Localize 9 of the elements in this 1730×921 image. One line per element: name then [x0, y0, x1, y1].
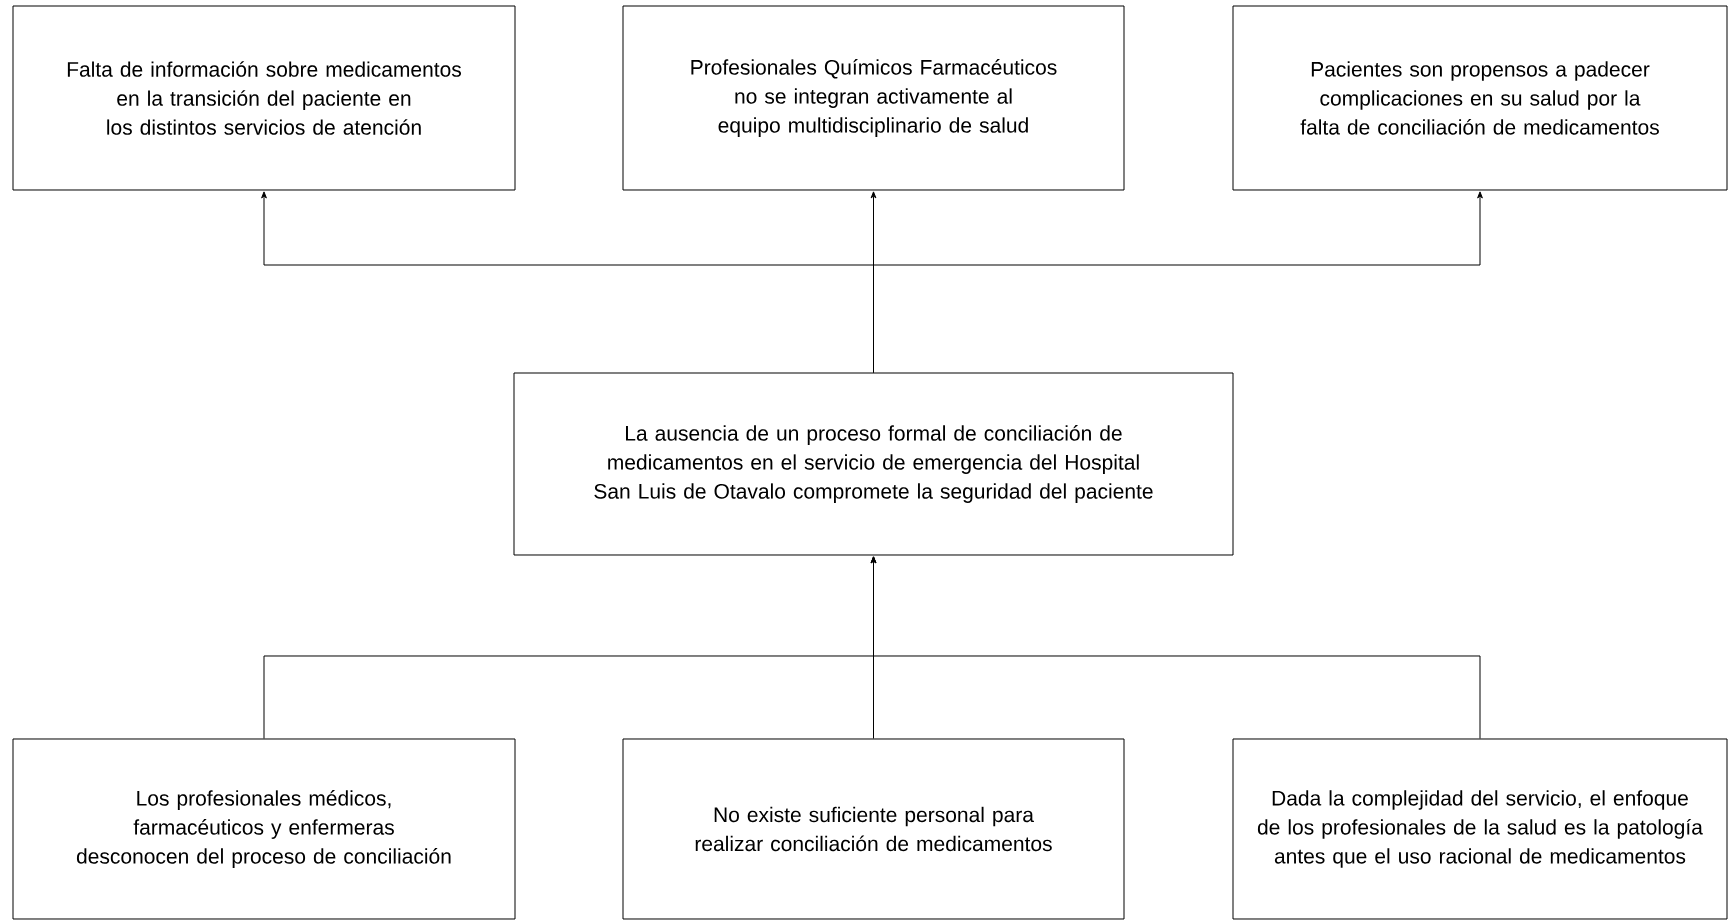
text-box: No existe suficiente personal para realizar conciliación de medicamentos	[622, 738, 1125, 920]
text-box: Dada la complejidad del servicio, el enfoque de los profesionales de la salud es la patología antes que el uso racional de medicamentos	[1232, 738, 1728, 920]
text-box: Los profesionales médicos, farmacéuticos y enfermeras desconocen del proceso de conciliación	[12, 738, 516, 920]
arrow	[873, 191, 1483, 373]
text-box: La ausencia de un proceso formal de conciliación de medicamentos en el servicio de emergencia del Hospital San Luis de Otavalo compromete la seguridad del paciente	[513, 372, 1234, 556]
text-box: Profesionales Químicos Farmacéuticos no se integran activamente al equipo multidisciplinario de salud	[622, 5, 1125, 191]
text-box: Falta de información sobre medicamentos en la transición del paciente en los distintos servicios de atención	[12, 5, 516, 191]
text-box: Pacientes son propensos a padecer complicaciones en su salud por la falta de conciliación de medicamentos	[1232, 5, 1728, 191]
arrow	[870, 556, 1481, 739]
